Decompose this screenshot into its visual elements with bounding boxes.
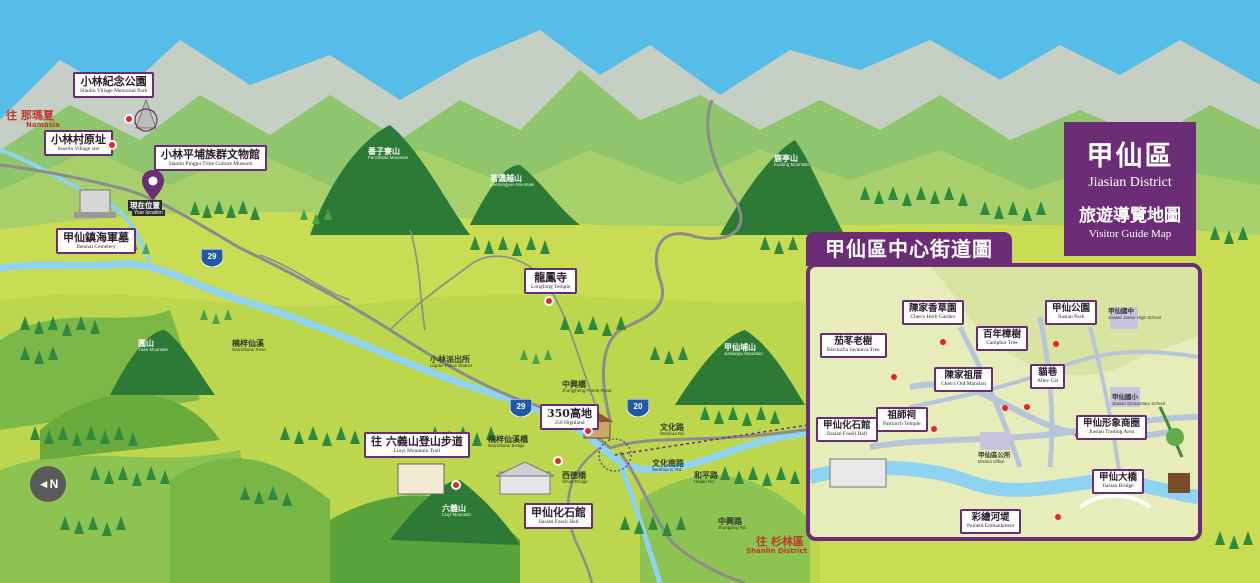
poi-painted-embankment[interactable]: 彩繪河堤 Painted Embankment	[960, 509, 1022, 534]
poi-jiasian-bridge[interactable]: 甲仙大橋 Jiasian Bridge	[1092, 469, 1145, 494]
poi-alley-cat[interactable]: 貓巷 Alley Cat	[1030, 364, 1066, 389]
poi-xiaolin-village-site[interactable]: 小林村原址 Siaolin Village site	[44, 130, 113, 157]
label-elementary: 甲仙國小 Jiasian Elementary School	[1112, 394, 1166, 406]
pin-fossil-hall[interactable]	[553, 456, 563, 466]
highway-20-shield-icon: 20	[627, 399, 649, 417]
highway-29-shield-icon-2: 29	[510, 399, 532, 417]
poi-patriarch-temple[interactable]: 祖師祠 Patriarch Temple	[876, 407, 928, 432]
destination-shanlin: 往 杉林區 Shanlin District	[746, 535, 808, 555]
you-are-here-label: 現在位置	[128, 200, 162, 211]
district-title-en: Jiasian District	[1088, 175, 1172, 190]
poi-bischofia-tree[interactable]: 茄苳老樹 Bischofia Javanica Tree	[820, 333, 887, 358]
poi-fossil-hall[interactable]: 甲仙化石館 Jiasian Fossil Hall	[524, 503, 593, 530]
map-subtitle: 旅遊導覽地圖	[1079, 206, 1181, 226]
pin-longfeng-temple[interactable]	[544, 296, 554, 306]
district-title: 甲仙區	[1086, 141, 1174, 172]
label-junior-high: 甲仙國中 Jiasian Junior High School	[1108, 308, 1162, 320]
poi-pingpu-museum[interactable]: 小林平埔族群文物館 Siaolin Pingpu Tribe Culture M…	[154, 145, 267, 172]
inset-title: 甲仙區中心街道圖	[806, 232, 1012, 266]
title-panel: 甲仙區 Jiasian District 旅遊導覽地圖 Visitor Guid…	[1064, 122, 1196, 256]
poi-inset-fossil-hall[interactable]: 甲仙化石館 Jiasian Fossil Hall	[816, 417, 878, 442]
poi-trading-area[interactable]: 甲仙形象商圈 Jiasian Trading Area	[1076, 415, 1148, 440]
you-are-here-label-en: Your location	[132, 210, 165, 216]
location-pin-icon[interactable]	[142, 170, 164, 204]
poi-marine-cemetery[interactable]: 甲仙鎮海軍墓 Jhenhai Cemetery	[56, 228, 136, 255]
north-arrow-icon: ◄N	[30, 466, 66, 502]
pin-xiaolin-site[interactable]	[107, 140, 117, 150]
pin-liuyi-trail[interactable]	[451, 480, 461, 490]
inset-street-map[interactable]: 陳家香草園 Chen's Herb Garden 甲仙公園 Jiasian Pa…	[806, 263, 1202, 541]
poi-longfeng-temple[interactable]: 龍鳳寺 Longfong Temple	[524, 268, 578, 295]
pin-memorial-park[interactable]	[124, 114, 134, 124]
poi-chen-herb-garden[interactable]: 陳家香草園 Chen's Herb Garden	[902, 300, 964, 325]
poi-chen-old-mansion[interactable]: 陳家祖厝 Chen's Old Mansion	[934, 367, 993, 392]
poi-camphor-tree[interactable]: 百年樟樹 Camphor Tree	[976, 326, 1029, 351]
poi-350-highland[interactable]: 350高地 350 Highland	[540, 404, 599, 431]
highway-29-shield-icon: 29	[201, 249, 223, 267]
pin-350-highland[interactable]	[583, 426, 593, 436]
poi-jiasian-park[interactable]: 甲仙公園 Jiasian Park	[1045, 300, 1098, 325]
destination-namasia: 往 那瑪夏 Namasia	[6, 109, 60, 129]
map-subtitle-en: Visitor Guide Map	[1088, 228, 1172, 240]
label-district-office: 甲仙區公所 District Office	[978, 452, 1011, 464]
poi-liuyi-trail[interactable]: 往 六義山登山步道 Liuyi Mountain Trail	[364, 432, 470, 459]
poi-xiaolin-memorial-park[interactable]: 小林紀念公園 Siaolin Village Memorial Park	[73, 72, 155, 99]
